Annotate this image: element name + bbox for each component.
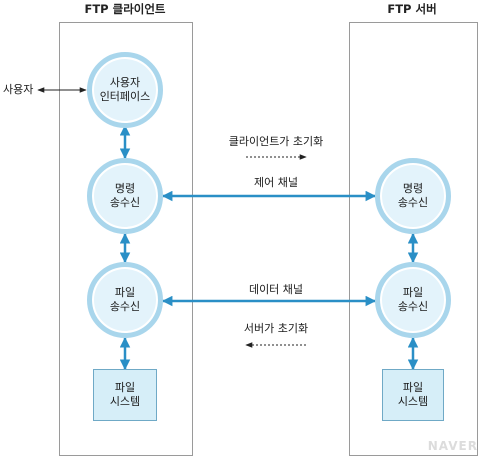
client-file-line2: 송수신 [109,300,141,313]
client-fs-line1: 파일 [114,381,136,394]
data-channel-label: 데이터 채널 [248,283,304,296]
client-init-label: 클라이언트가 초기화 [228,135,324,148]
server-title: FTP 서버 [387,2,437,16]
client-fs-line2: 시스템 [109,395,141,408]
naver-watermark: NAVER [427,439,478,453]
control-channel-label: 제어 채널 [254,176,298,189]
client-ui-node: 사용자 인터페이스 [87,52,163,128]
client-command-node: 명령 송수신 [87,158,163,234]
client-file-line1: 파일 [114,286,136,299]
user-label: 사용자 [3,83,34,96]
server-filesystem-box: 파일 시스템 [382,369,444,421]
server-cmd-line2: 송수신 [397,196,429,209]
client-ui-line1: 사용자 [109,76,141,89]
server-file-line1: 파일 [402,286,424,299]
client-ui-line2: 인터페이스 [99,90,151,103]
client-filesystem-box: 파일 시스템 [93,369,157,421]
server-file-line2: 송수신 [397,300,429,313]
client-title: FTP 클라이언트 [84,2,166,16]
client-file-node: 파일 송수신 [87,262,163,338]
server-cmd-line1: 명령 [402,182,424,195]
server-init-label: 서버가 초기화 [243,322,309,335]
client-cmd-line1: 명령 [114,182,136,195]
server-fs-line1: 파일 [402,381,424,394]
client-cmd-line2: 송수신 [109,196,141,209]
server-command-node: 명령 송수신 [375,158,451,234]
server-file-node: 파일 송수신 [375,262,451,338]
server-fs-line2: 시스템 [397,395,429,408]
